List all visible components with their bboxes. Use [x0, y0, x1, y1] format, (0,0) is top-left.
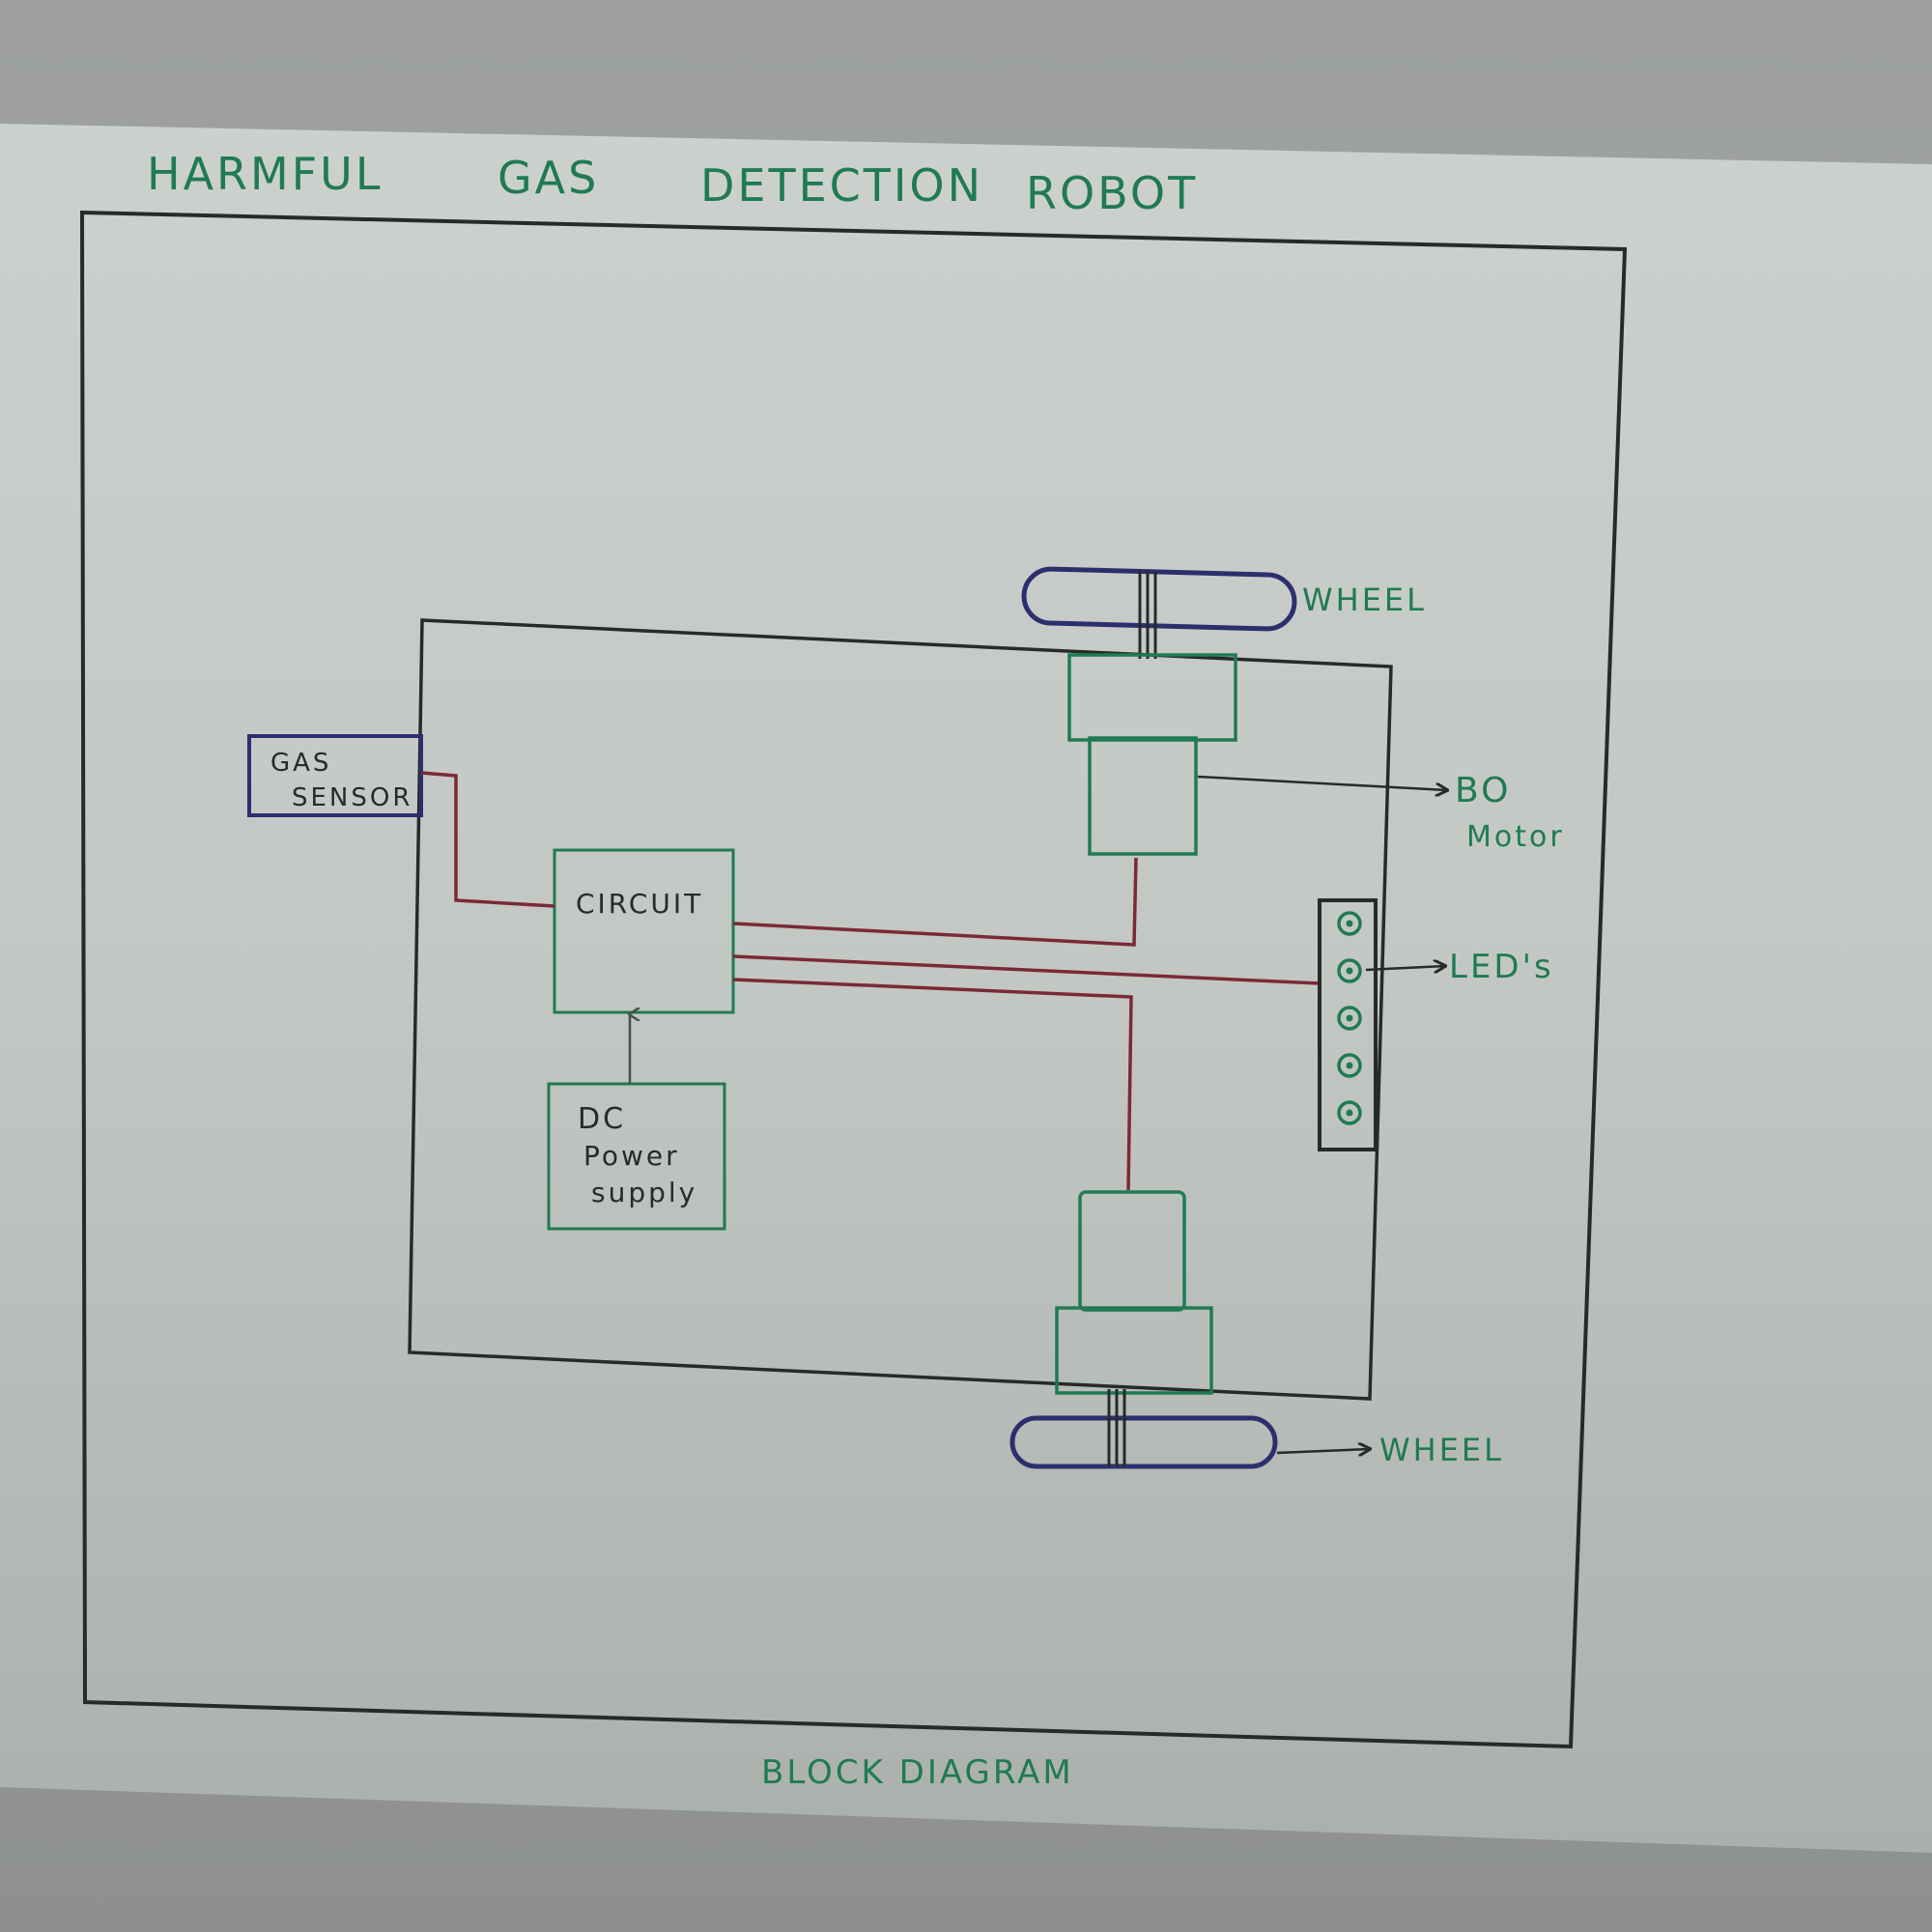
- circuit-label: CIRCUIT: [576, 888, 703, 920]
- led-4-center: [1346, 1062, 1353, 1069]
- bottom-wheel-pointer-arrow: [1276, 1449, 1370, 1453]
- title-word-robot: ROBOT: [1026, 167, 1198, 219]
- wire-circuit-to-top-motor: [732, 857, 1138, 947]
- wiring: [420, 771, 1321, 1191]
- wire-sensor-to-circuit: [420, 771, 555, 908]
- bottom-wheel-tire: [1009, 1415, 1278, 1469]
- outer-frame: [79, 210, 1628, 1749]
- diagram-caption: BLOCK DIAGRAM: [761, 1753, 1074, 1792]
- led-5: [1337, 1100, 1362, 1125]
- circuit-block: CIRCUIT: [553, 848, 735, 1014]
- top-wheel-label: WHEEL: [1302, 582, 1427, 618]
- led-dots: [1337, 911, 1362, 1125]
- gas-sensor-box: [247, 734, 423, 817]
- led-2: [1337, 958, 1362, 983]
- title-word-gas: GAS: [497, 152, 599, 204]
- diagram-title: HARMFUL GAS DETECTION ROBOT: [147, 148, 1198, 219]
- bottom-motor-body: [1078, 1190, 1186, 1312]
- gas-sensor-block: GAS SENSOR: [247, 734, 423, 817]
- wire-circuit-to-leds: [732, 954, 1321, 985]
- power-supply-box: [547, 1082, 726, 1231]
- title-word-harmful: HARMFUL: [147, 148, 383, 200]
- bottom-wheel: [1009, 1389, 1278, 1469]
- motor-pointer-arrow: [1197, 775, 1447, 790]
- top-motor-body: [1088, 736, 1198, 856]
- led-strip-box: [1318, 898, 1378, 1151]
- dc-power-supply-block: DC Power supply: [547, 1082, 726, 1231]
- led-2-center: [1346, 967, 1353, 975]
- power-supply-label-line2: Power: [583, 1140, 680, 1172]
- title-word-detection: DETECTION: [700, 159, 983, 212]
- led-1: [1337, 911, 1362, 936]
- bottom-motor-gearbox: [1055, 1306, 1213, 1395]
- motor-label-line2: Motor: [1466, 820, 1565, 854]
- circuit-box: [553, 848, 735, 1014]
- robot-chassis: [408, 618, 1393, 1401]
- led-5-center: [1346, 1109, 1353, 1117]
- top-bo-motor: [1067, 653, 1237, 856]
- led-3: [1337, 1006, 1362, 1031]
- leds-label: LED's: [1449, 948, 1554, 986]
- led-3-center: [1346, 1014, 1353, 1022]
- led-pointer-arrow: [1365, 966, 1445, 970]
- led-4: [1337, 1053, 1362, 1078]
- gas-sensor-label-line2: SENSOR: [292, 783, 412, 812]
- motor-label-line1: BO: [1455, 771, 1511, 810]
- bottom-wheel-label: WHEEL: [1379, 1432, 1504, 1468]
- top-wheel: [1021, 566, 1297, 659]
- bottom-bo-motor: [1055, 1190, 1213, 1395]
- power-supply-label-line1: DC: [578, 1102, 626, 1136]
- motor-label: BO Motor: [1455, 771, 1565, 854]
- top-wheel-tire: [1021, 566, 1297, 632]
- wire-circuit-to-bottom-motor: [732, 978, 1133, 1191]
- power-supply-label-line3: supply: [591, 1177, 697, 1208]
- led-strip: [1318, 898, 1378, 1151]
- led-1-center: [1346, 920, 1353, 927]
- gas-sensor-label-line1: GAS: [270, 749, 331, 778]
- top-motor-gearbox: [1067, 653, 1237, 742]
